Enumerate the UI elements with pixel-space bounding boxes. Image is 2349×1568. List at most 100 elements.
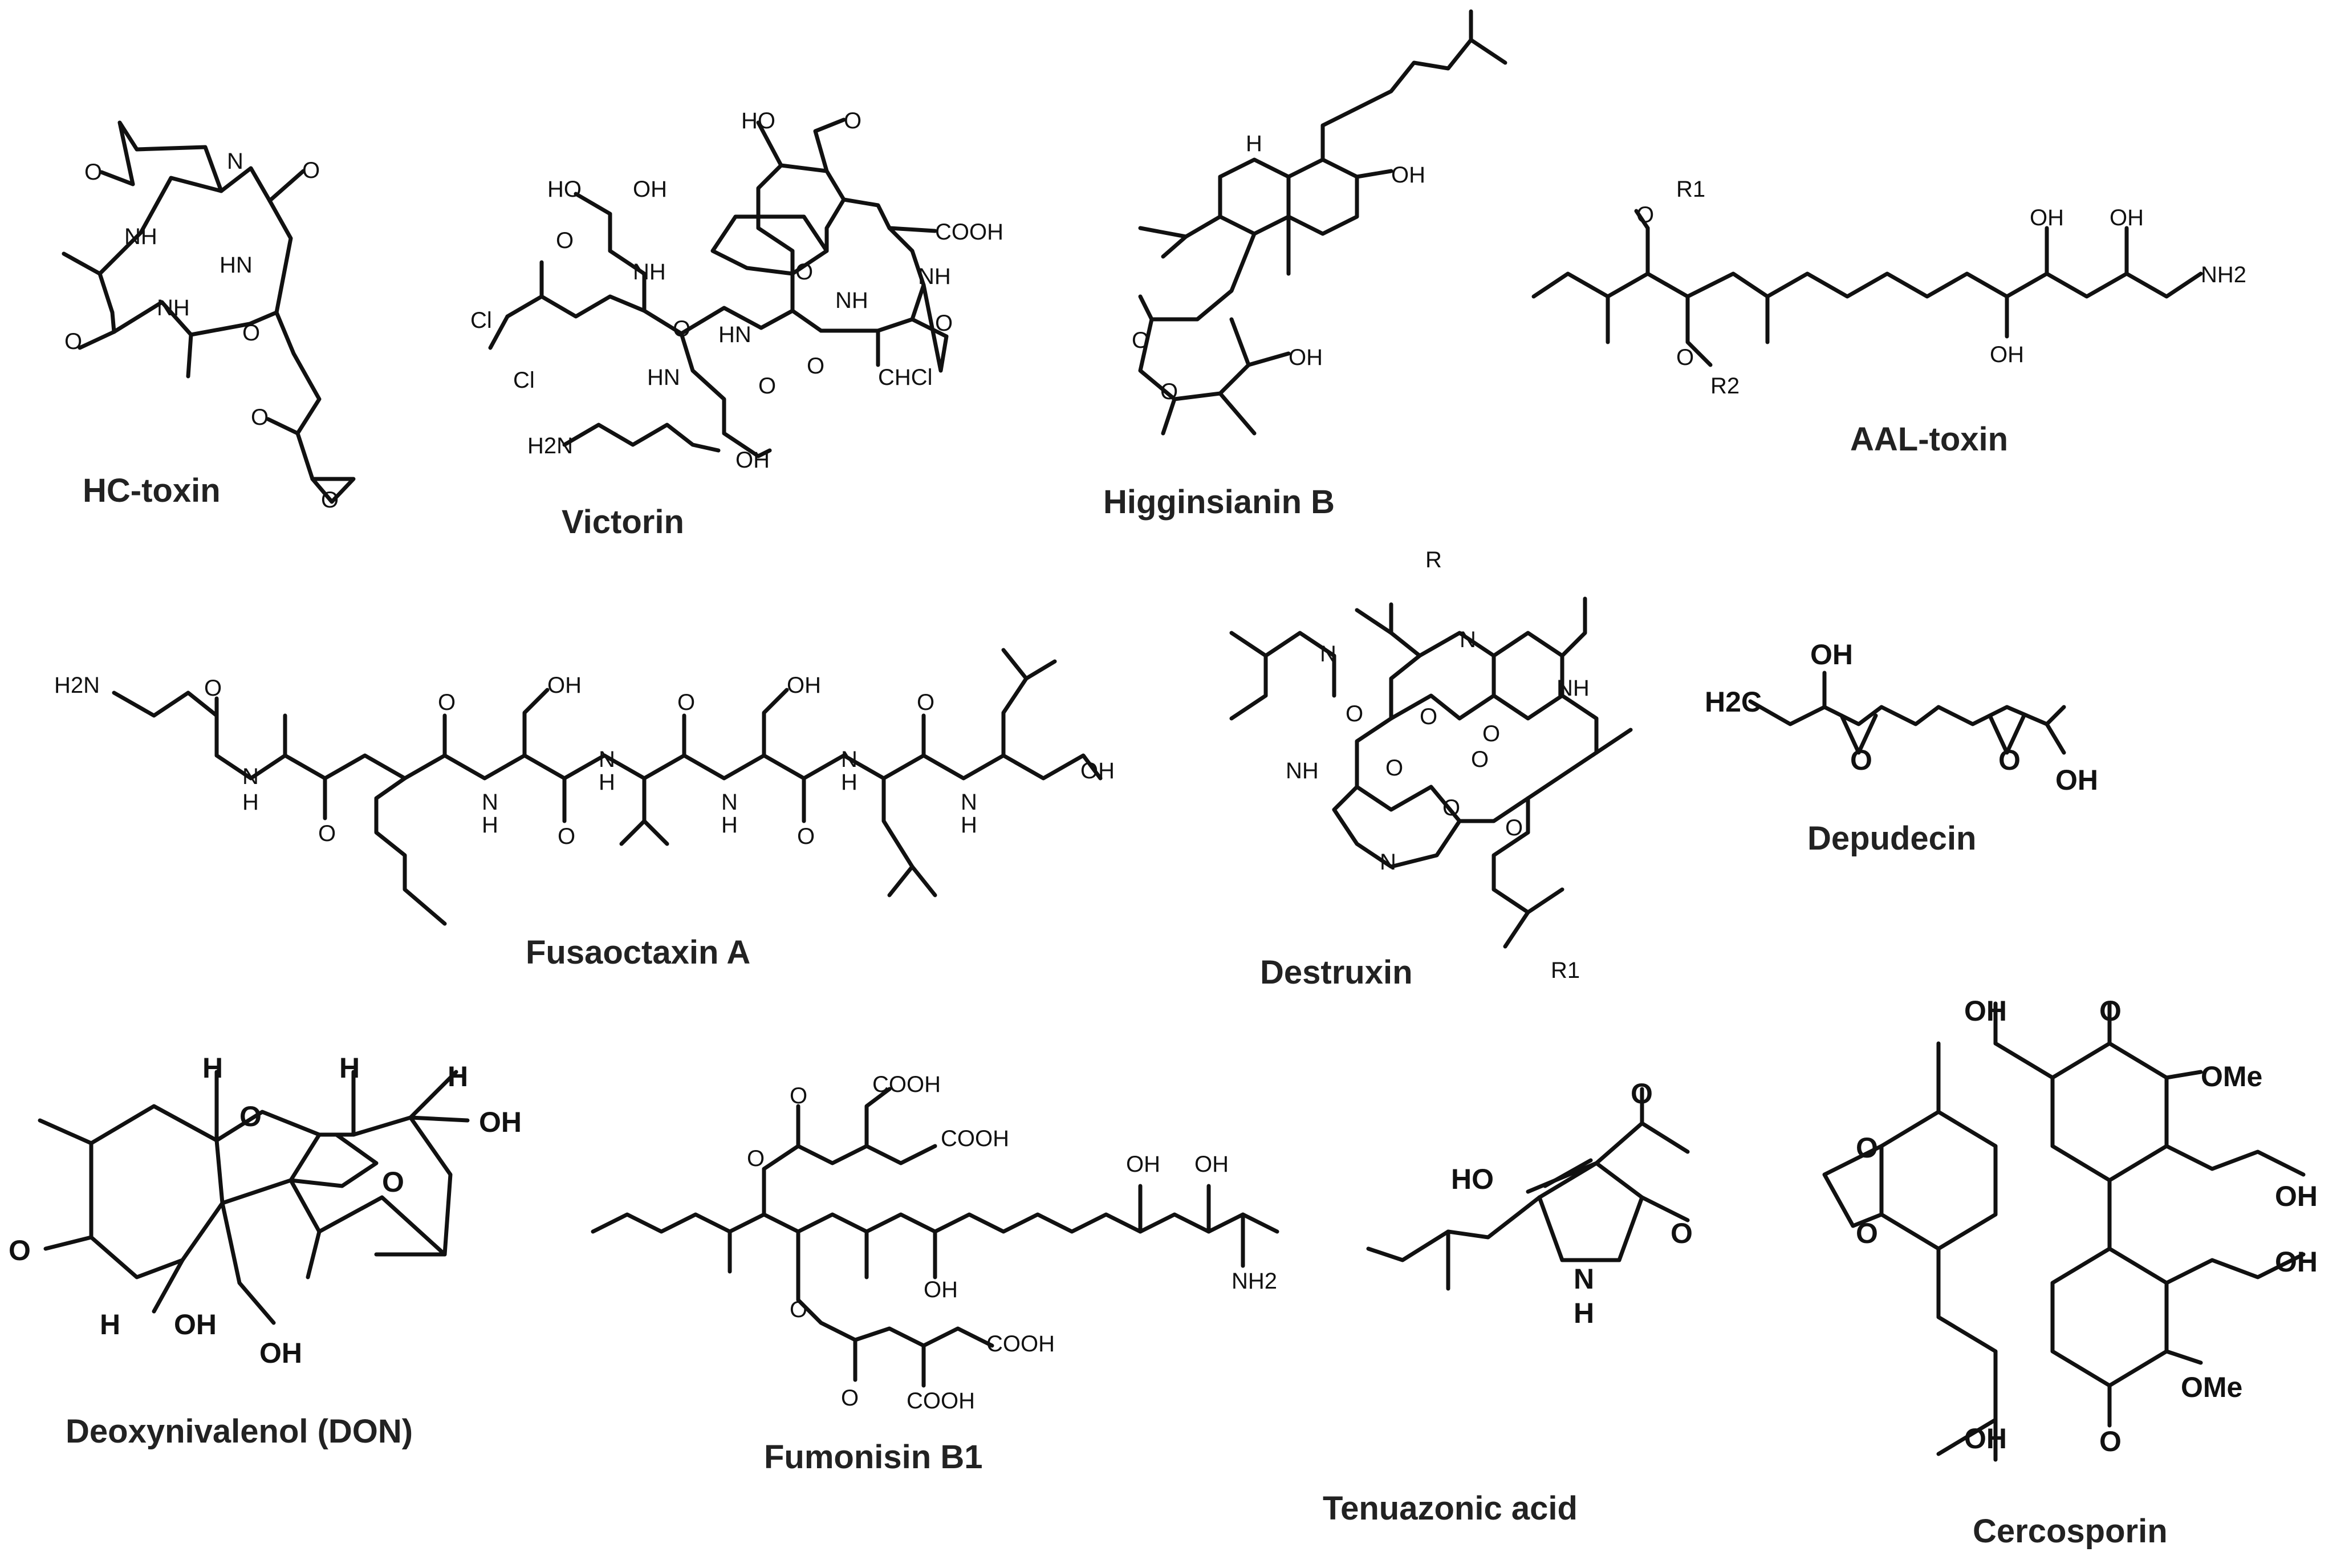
fumonisin-b1-atom-o3: O xyxy=(790,1297,807,1322)
fumonisin-b1-atom-o4: O xyxy=(841,1386,859,1411)
destruxin-atom-o6: O xyxy=(1442,795,1460,820)
cercosporin-atom-ome2: OMe xyxy=(2181,1371,2242,1403)
destruxin-atom-o2: O xyxy=(1420,704,1437,729)
aal-toxin-atom-oh3: OH xyxy=(1990,342,2024,367)
tenuazonic-acid-atom-h: H xyxy=(1574,1297,1594,1329)
victorin-atom-o6: O xyxy=(807,354,824,379)
hc-toxin-atom-hn: HN xyxy=(220,253,253,278)
higginsianin-b-structure: H OH O O OH Higginsianin B xyxy=(1103,9,1507,521)
victorin-atom-oh2: OH xyxy=(735,448,770,473)
deoxynivalenol-structure: H O H H OH O O H OH OH Deoxynivalenol (D… xyxy=(9,1052,522,1450)
destruxin-atom-o7: O xyxy=(1505,815,1523,840)
tenuazonic-acid-structure: O HO N H O Tenuazonic acid xyxy=(1323,1078,1693,1527)
cercosporin-atom-oh3: OH xyxy=(2275,1246,2318,1278)
cercosporin-atom-oh2: OH xyxy=(2275,1180,2318,1212)
aal-toxin-atom-nh2: NH2 xyxy=(2201,262,2246,287)
aal-toxin-label: AAL-toxin xyxy=(1850,421,2008,458)
depudecin-atom-h2c: H2C xyxy=(1705,686,1762,718)
cercosporin-structure: OH O OMe OH O O OH OMe OH O Cercosporin xyxy=(1822,995,2318,1550)
fusaoctaxin-a-atom-oh3: OH xyxy=(1080,758,1115,783)
destruxin-atom-o1: O xyxy=(1346,701,1363,726)
don-atom-oh3: OH xyxy=(259,1337,302,1369)
destruxin-atom-o4: O xyxy=(1385,755,1403,781)
cercosporin-atom-oh1: OH xyxy=(1964,995,2007,1027)
don-atom-h2: H xyxy=(339,1052,360,1084)
destruxin-atom-o3: O xyxy=(1482,721,1500,746)
hc-toxin-atom-o2: O xyxy=(302,158,320,183)
hc-toxin-atom-n: N xyxy=(227,149,243,174)
fusaoctaxin-a-atom-o4: O xyxy=(558,824,575,849)
fumonisin-b1-structure: O COOH COOH O OH OH OH NH2 O O COOH COOH… xyxy=(591,1072,1279,1476)
destruxin-atom-n2: N xyxy=(1460,627,1476,652)
aal-toxin-atom-oh1: OH xyxy=(2030,205,2064,230)
higginsianin-b-atom-oh2: OH xyxy=(1289,345,1323,370)
fumonisin-b1-atom-oh3: OH xyxy=(1194,1152,1229,1177)
victorin-structure: HO OH O NH Cl Cl HO O O COOH NH HN HN NH… xyxy=(470,108,1003,541)
fumonisin-b1-atom-o2: O xyxy=(747,1146,765,1171)
fusaoctaxin-a-atom-o2: O xyxy=(318,821,336,846)
fumonisin-b1-label: Fumonisin B1 xyxy=(764,1439,982,1476)
destruxin-atom-o5: O xyxy=(1471,747,1489,772)
fusaoctaxin-a-atom-o7: O xyxy=(917,690,934,715)
fusaoctaxin-a-atom-h2: H xyxy=(482,813,498,838)
fusaoctaxin-a-atom-o1: O xyxy=(204,676,222,701)
fusaoctaxin-a-atom-o5: O xyxy=(677,690,695,715)
victorin-atom-cl2: Cl xyxy=(513,368,535,393)
destruxin-label: Destruxin xyxy=(1260,954,1413,991)
victorin-atom-nh1: NH xyxy=(633,259,666,285)
don-atom-h4: H xyxy=(100,1309,120,1340)
tenuazonic-acid-atom-o1: O xyxy=(1631,1078,1653,1110)
don-atom-oh1: OH xyxy=(479,1106,522,1138)
fumonisin-b1-atom-cooh2: COOH xyxy=(941,1126,1009,1151)
fusaoctaxin-a-structure: H2N O N H O O N H OH O N H O N H OH O N … xyxy=(54,648,1115,971)
hc-toxin-structure: N O O NH HN NH O O O O HC-toxin xyxy=(62,120,356,513)
hc-toxin-atom-o6: O xyxy=(321,488,339,513)
fusaoctaxin-a-atom-h3: H xyxy=(599,770,615,795)
fumonisin-b1-atom-nh2: NH2 xyxy=(1232,1269,1277,1294)
fusaoctaxin-a-atom-h4: H xyxy=(721,813,738,838)
fusaoctaxin-a-atom-n1: N xyxy=(242,764,259,789)
fumonisin-b1-atom-oh2: OH xyxy=(1126,1152,1160,1177)
higginsianin-b-atom-oh1: OH xyxy=(1391,163,1425,188)
hc-toxin-atom-o1: O xyxy=(84,160,102,185)
victorin-atom-o7: O xyxy=(935,311,953,336)
fusaoctaxin-a-atom-h1: H xyxy=(242,790,259,815)
victorin-atom-o5: O xyxy=(758,373,776,399)
hc-toxin-atom-o5: O xyxy=(251,405,269,430)
tenuazonic-acid-atom-o2: O xyxy=(1671,1217,1693,1249)
fusaoctaxin-a-atom-n2: N xyxy=(482,790,498,815)
don-atom-h3: H xyxy=(448,1061,468,1092)
fumonisin-b1-atom-cooh1: COOH xyxy=(872,1072,941,1097)
tenuazonic-acid-atom-ho: HO xyxy=(1451,1163,1494,1195)
destruxin-atom-nh1: NH xyxy=(1556,676,1590,701)
victorin-atom-nh2: NH xyxy=(918,264,951,289)
victorin-atom-hn2: HN xyxy=(647,365,680,390)
fusaoctaxin-a-atom-o3: O xyxy=(438,690,456,715)
hc-toxin-atom-nh1: NH xyxy=(124,224,157,249)
cercosporin-atom-ome1: OMe xyxy=(2201,1061,2262,1092)
destruxin-atom-n1: N xyxy=(1320,641,1336,667)
destruxin-atom-n3: N xyxy=(1380,850,1396,875)
hc-toxin-atom-nh2: NH xyxy=(157,295,190,320)
depudecin-structure: OH H2C O O OH Depudecin xyxy=(1705,639,2098,857)
fumonisin-b1-atom-cooh3: COOH xyxy=(986,1331,1055,1356)
cercosporin-atom-o3: O xyxy=(1856,1217,1878,1249)
depudecin-atom-o2: O xyxy=(1998,744,2021,776)
higginsianin-b-atom-h: H xyxy=(1246,131,1262,156)
victorin-atom-cl1: Cl xyxy=(470,308,492,333)
cercosporin-label: Cercosporin xyxy=(1973,1513,2168,1550)
cercosporin-atom-oh4: OH xyxy=(1964,1423,2007,1455)
depudecin-atom-oh1: OH xyxy=(1810,639,1853,671)
hc-toxin-atom-o4: O xyxy=(242,320,260,346)
victorin-atom-nh3: NH xyxy=(835,288,868,313)
aal-toxin-atom-oh2: OH xyxy=(2110,205,2144,230)
fumonisin-b1-atom-o1: O xyxy=(790,1083,807,1108)
victorin-atom-oh1: OH xyxy=(633,177,667,202)
fusaoctaxin-a-atom-n3: N xyxy=(599,747,615,772)
tenuazonic-acid-label: Tenuazonic acid xyxy=(1323,1490,1578,1527)
destruxin-atom-r1: R1 xyxy=(1551,958,1580,983)
victorin-label: Victorin xyxy=(562,503,684,541)
fusaoctaxin-a-atom-n4: N xyxy=(721,790,738,815)
